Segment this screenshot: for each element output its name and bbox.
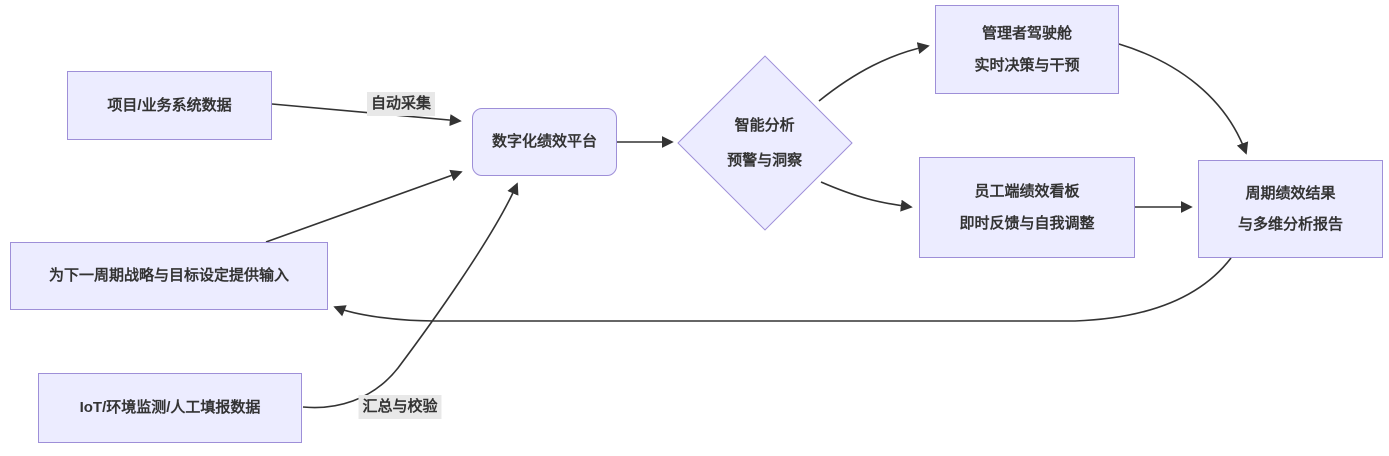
node-platform: 数字化绩效平台 (472, 108, 617, 176)
node-next-cycle: 为下一周期战略与目标设定提供输入 (10, 242, 328, 310)
edge-iot-data-to-platform (302, 182, 519, 409)
node-next-cycle-label: 为下一周期战略与目标设定提供输入 (48, 267, 289, 285)
node-manager-line2: 实时决策与干预 (974, 56, 1080, 74)
node-manager-cockpit: 管理者驾驶舱 实时决策与干预 (935, 5, 1119, 94)
node-iot-data-label: IoT/环境监测/人工填报数据 (79, 399, 261, 417)
node-employee-line1: 员工端绩效看板 (974, 183, 1080, 201)
node-manager-line1: 管理者驾驶舱 (981, 25, 1072, 43)
node-project-data: 项目/业务系统数据 (67, 71, 272, 140)
edge-project-data-to-platform (271, 103, 462, 127)
node-iot-data: IoT/环境监测/人工填报数据 (38, 373, 302, 443)
edge-analysis-to-employee (820, 181, 913, 212)
edge-analysis-to-manager (818, 42, 930, 102)
node-result-line1: 周期绩效结果 (1245, 184, 1336, 202)
node-analysis-text: 智能分析 预警与洞察 (704, 116, 826, 169)
node-employee-board: 员工端绩效看板 即时反馈与自我调整 (919, 157, 1135, 258)
node-result-report: 周期绩效结果 与多维分析报告 (1198, 160, 1383, 258)
node-employee-line2: 即时反馈与自我调整 (959, 214, 1095, 232)
node-result-line2: 与多维分析报告 (1237, 216, 1343, 233)
node-analysis-line2: 预警与洞察 (727, 151, 803, 168)
edge-result-to-next-cycle (333, 257, 1232, 322)
node-analysis-line1: 智能分析 (734, 116, 795, 134)
node-project-data-label: 项目/业务系统数据 (107, 96, 232, 114)
edge-manager-to-result (1118, 43, 1249, 155)
edge-label-auto-collect: 自动采集 (366, 92, 436, 116)
edge-label-aggregate-verify: 汇总与校验 (358, 395, 442, 419)
edge-next-cycle-to-platform (265, 169, 463, 243)
node-platform-label: 数字化绩效平台 (491, 133, 597, 151)
